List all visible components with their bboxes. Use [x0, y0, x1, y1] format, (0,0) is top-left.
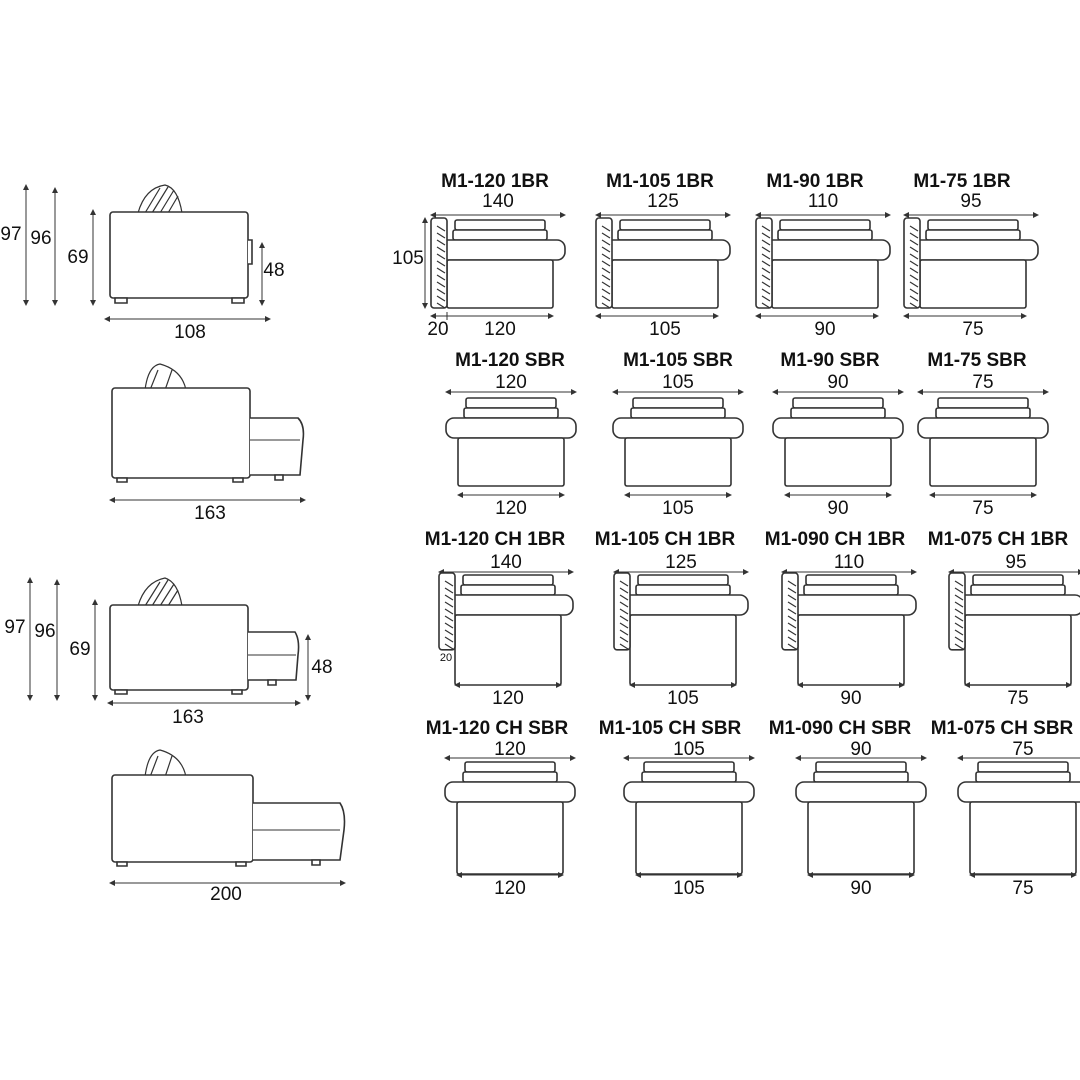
module-title: M1-120 CH SBR [426, 718, 569, 739]
dim-height-arm: 69 [67, 247, 88, 268]
dim-bottom-width: 120 [494, 878, 526, 899]
dim-bottom-width: 105 [662, 498, 694, 519]
module-title: M1-90 SBR [780, 350, 880, 371]
module-title: M1-090 CH 1BR [765, 529, 906, 550]
armrest-icon [613, 572, 631, 651]
dim-top-width: 95 [1005, 552, 1026, 573]
dim-height-seat: 48 [311, 657, 332, 678]
module-title: M1-105 1BR [606, 171, 714, 192]
dim-bottom-width: 120 [484, 319, 516, 340]
dim-height-arm: 69 [69, 639, 90, 660]
module-title: M1-105 SBR [623, 350, 733, 371]
module-title: M1-75 1BR [913, 171, 1010, 192]
module-title: M1-090 CH SBR [769, 718, 912, 739]
side-view-chaise-open: 200 [109, 749, 346, 905]
dim-arm-width: 20 [427, 319, 448, 340]
dim-top-width: 75 [1012, 739, 1033, 760]
module-title: M1-120 SBR [455, 350, 565, 371]
dim-bottom-width: 120 [492, 688, 524, 709]
dim-top-width: 95 [960, 191, 981, 212]
module-title: M1-120 1BR [441, 171, 549, 192]
armrest-icon [948, 572, 966, 651]
dim-bottom-width: 90 [850, 878, 871, 899]
module-title: M1-75 SBR [927, 350, 1027, 371]
dim-height-total: 97 [0, 224, 21, 245]
dim-height-back: 96 [34, 621, 55, 642]
dim-bottom-width: 75 [1007, 688, 1028, 709]
dim-depth: 108 [174, 322, 206, 343]
dim-bottom-width: 75 [1012, 878, 1033, 899]
module-title: M1-075 CH 1BR [928, 529, 1069, 550]
module-title: M1-105 CH 1BR [595, 529, 736, 550]
armrest-icon [595, 217, 613, 309]
dim-bottom-width: 105 [649, 319, 681, 340]
side-view-chaise-closed: 97 96 69 48 163 [4, 577, 333, 728]
dim-bottom-width: 75 [972, 498, 993, 519]
dim-top-width: 75 [972, 372, 993, 393]
dim-depth-open: 200 [210, 884, 242, 905]
module-title: M1-075 CH SBR [931, 718, 1074, 739]
dim-height-back: 96 [30, 228, 51, 249]
dim-bottom-width: 75 [962, 319, 983, 340]
armrest-icon [781, 572, 799, 651]
dim-top-width: 110 [834, 552, 864, 573]
dim-top-width: 125 [647, 191, 679, 212]
armrest-icon [430, 217, 448, 309]
dim-top-width: 90 [827, 372, 848, 393]
dim-top-width: 105 [673, 739, 705, 760]
side-view-sofa-open: 163 [109, 363, 306, 524]
module-title: M1-120 CH 1BR [425, 529, 566, 550]
dim-bottom-width: 120 [495, 498, 527, 519]
dim-top-width: 120 [495, 372, 527, 393]
dim-top-width: 110 [808, 191, 838, 212]
dim-depth: 163 [172, 707, 204, 728]
dim-bottom-width: 90 [827, 498, 848, 519]
module-title: M1-90 1BR [766, 171, 863, 192]
side-view-sofa-closed: 97 96 69 48 108 [0, 184, 285, 343]
armrest-icon [438, 572, 456, 651]
dim-depth: 105 [392, 248, 424, 269]
dim-bottom-width: 90 [814, 319, 835, 340]
dim-top-width: 105 [662, 372, 694, 393]
dim-top-width: 140 [482, 191, 514, 212]
dim-height-seat: 48 [263, 260, 284, 281]
armrest-icon [903, 217, 921, 309]
module-title: M1-105 CH SBR [599, 718, 742, 739]
armrest-icon [755, 217, 773, 309]
dim-top-width: 125 [665, 552, 697, 573]
dim-top-width: 90 [850, 739, 871, 760]
dim-bottom-width: 90 [840, 688, 861, 709]
back-cushion-icon [137, 184, 183, 214]
dim-height-total: 97 [4, 617, 25, 638]
dim-depth-open: 163 [194, 503, 226, 524]
dim-top-width: 140 [490, 552, 522, 573]
dim-arm-width: 20 [440, 652, 452, 664]
dim-bottom-width: 105 [667, 688, 699, 709]
dim-top-width: 120 [494, 739, 526, 760]
dim-bottom-width: 105 [673, 878, 705, 899]
